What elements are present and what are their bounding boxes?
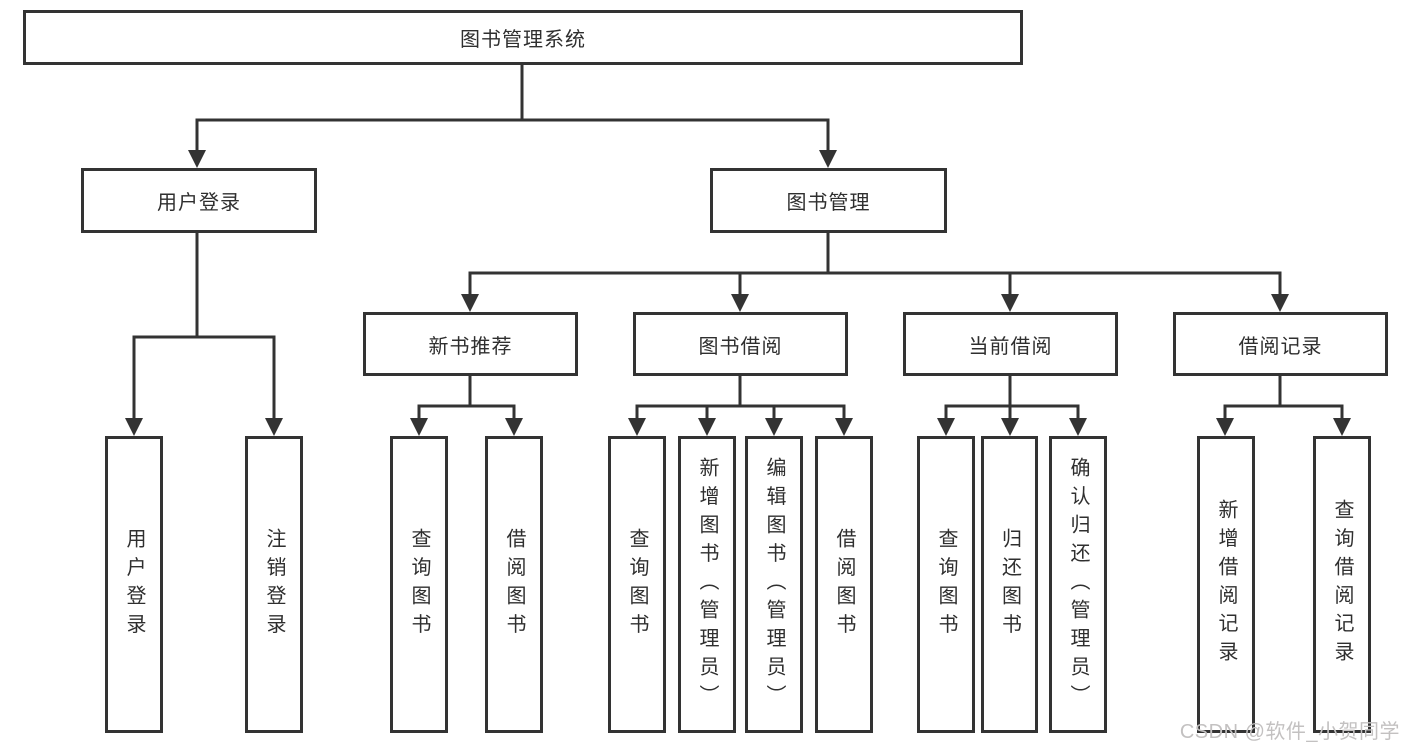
csdn-watermark: CSDN @软件_小贺同学 [1179,721,1400,743]
leaf-confirm-return-admin: 确认归还（管理员） [1049,436,1107,733]
leaf-return-books: 归还图书 [981,436,1038,733]
node-book-management: 图书管理 [710,168,947,233]
leaf-query-books-current-label: 查询图书 [935,527,957,642]
leaf-query-books-current: 查询图书 [917,436,975,733]
leaf-query-borrow-record-label: 查询借阅记录 [1331,499,1353,670]
leaf-logout: 注销登录 [245,436,303,733]
leaf-borrow-books-label: 借阅图书 [833,527,855,642]
leaf-logout-label: 注销登录 [263,527,285,642]
leaf-borrow-books-recommend: 借阅图书 [485,436,543,733]
leaf-user-login-label: 用户登录 [123,527,145,642]
node-book-borrowing: 图书借阅 [633,312,848,376]
node-user-login: 用户登录 [81,168,317,233]
connector-borrow-records-to-leaves [1216,376,1351,436]
connector-book-mgmt-to-level3 [461,233,1289,312]
leaf-borrow-books-recommend-label: 借阅图书 [503,527,525,642]
leaf-confirm-return-admin-label: 确认归还（管理员） [1067,456,1089,713]
leaf-borrow-books: 借阅图书 [815,436,873,733]
connector-root-to-level2 [188,65,837,168]
leaf-return-books-label: 归还图书 [998,527,1021,642]
leaf-user-login: 用户登录 [105,436,163,733]
leaf-add-borrow-record-label: 新增借阅记录 [1215,499,1237,670]
connector-newbook-to-leaves [410,376,523,436]
connector-book-borrow-to-leaves [628,376,853,436]
leaf-edit-book-admin-label: 编辑图书（管理员） [763,456,785,713]
leaf-query-borrow-record: 查询借阅记录 [1313,436,1371,733]
node-library-management-system: 图书管理系统 [23,10,1023,65]
leaf-query-books-borrow: 查询图书 [608,436,666,733]
leaf-query-books-borrow-label: 查询图书 [626,527,648,642]
node-current-borrowing: 当前借阅 [903,312,1118,376]
node-borrowing-records: 借阅记录 [1173,312,1388,376]
leaf-add-borrow-record: 新增借阅记录 [1197,436,1255,733]
node-new-book-recommendation: 新书推荐 [363,312,578,376]
leaf-add-book-admin: 新增图书（管理员） [678,436,736,733]
leaf-edit-book-admin: 编辑图书（管理员） [745,436,803,733]
connector-user-login-to-leaves [125,233,283,436]
leaf-query-books-recommend: 查询图书 [390,436,448,733]
connector-current-borrow-to-leaves [937,376,1087,436]
leaf-add-book-admin-label: 新增图书（管理员） [696,456,718,713]
leaf-query-books-recommend-label: 查询图书 [408,527,430,642]
